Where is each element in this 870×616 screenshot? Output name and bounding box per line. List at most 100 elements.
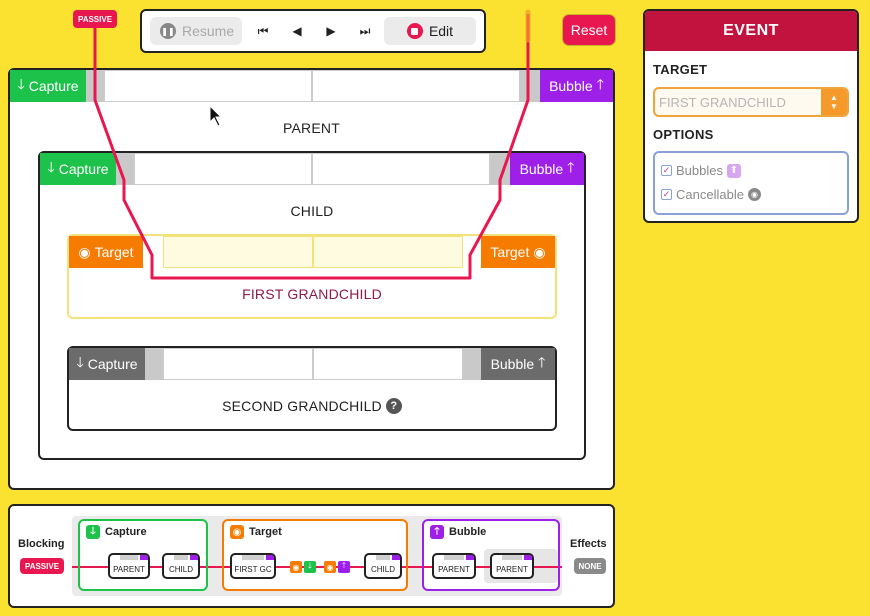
edit-label: Edit xyxy=(428,23,454,39)
target-circle-icon: ◉ xyxy=(324,561,336,573)
passive-badge: PASSIVE xyxy=(73,10,117,28)
second-grandchild-bubble-label: Bubble xyxy=(490,356,535,372)
child-bubble-label: Bubble xyxy=(519,161,564,177)
second-grandchild-lane-cell xyxy=(313,348,463,380)
second-grandchild-bubble-tab: Bubble🡑 xyxy=(481,348,555,380)
reset-button[interactable]: Reset xyxy=(563,15,615,45)
select-stepper-icon[interactable]: ▲▼ xyxy=(821,89,847,115)
playback-toolbar: ❚❚ Resume ⏮ ◀ ▶ ⏭ Edit xyxy=(140,9,486,53)
flow-bubble-title-row: 🡑 Bubble xyxy=(430,525,486,539)
child-lane-gutter-left xyxy=(116,153,134,185)
flow-capture-title: Capture xyxy=(105,526,147,538)
capture-arrow-icon: 🡓 xyxy=(304,561,316,573)
flow-summary-panel: Blocking PASSIVE Effects NONE 🡓 Capture … xyxy=(8,504,615,608)
flow-node: PARENT xyxy=(432,553,476,579)
child-capture-tab: 🡓Capture xyxy=(40,153,116,185)
event-panel: EVENT TARGET FIRST GRANDCHILD ▲▼ OPTIONS… xyxy=(643,9,859,223)
option-bubbles-label: Bubbles xyxy=(676,163,723,178)
blocking-label: Blocking xyxy=(18,538,65,550)
second-grandchild-title: SECOND GRANDCHILD xyxy=(222,398,382,414)
option-cancellable[interactable]: ✓ Cancellable ◉ xyxy=(661,187,761,202)
first-grandchild-box[interactable]: ◉Target Target◉ FIRST GRANDCHILD xyxy=(67,234,557,319)
bubble-arrow-icon: 🡑 xyxy=(538,354,546,370)
event-panel-title: EVENT xyxy=(645,11,857,51)
flow-node: CHILD xyxy=(364,553,402,579)
first-grandchild-right-label: Target xyxy=(490,244,530,260)
child-lane-cell xyxy=(312,153,490,185)
options-label: OPTIONS xyxy=(653,127,714,142)
flow-bubble-title: Bubble xyxy=(449,526,487,538)
target-circle-icon: ◉ xyxy=(230,525,244,539)
second-grandchild-lane-gutter-right xyxy=(463,348,481,380)
child-title: CHILD xyxy=(290,203,334,219)
second-grandchild-title-row: SECOND GRANDCHILD ? xyxy=(69,398,555,414)
parent-lane-gutter-left xyxy=(86,70,104,102)
first-grandchild-lane-cell xyxy=(163,236,313,268)
flow-capture-group: 🡓 Capture PARENT CHILD xyxy=(78,519,208,591)
flow-node: PARENT xyxy=(108,553,150,579)
options-box: ✓ Bubbles ⬆ ✓ Cancellable ◉ xyxy=(653,151,849,215)
bubble-arrow-icon: 🡑 xyxy=(338,561,350,573)
first-grandchild-lane-cell xyxy=(313,236,463,268)
flow-target-group: ◉ Target FIRST GC ◉ 🡓 ◉ 🡑 CHILD xyxy=(222,519,408,591)
second-grandchild-capture-label: Capture xyxy=(87,356,138,372)
target-select-value: FIRST GRANDCHILD xyxy=(659,94,786,110)
first-grandchild-target-tab-left: ◉Target xyxy=(69,236,143,268)
skip-back-icon[interactable]: ⏮ xyxy=(257,23,269,38)
flow-node: PARENT xyxy=(490,553,534,579)
bubble-arrow-icon: ⬆ xyxy=(726,163,741,178)
parent-bubble-tab: Bubble🡑 xyxy=(540,70,613,102)
bubble-arrow-icon: 🡑 xyxy=(567,159,575,175)
step-forward-icon[interactable]: ▶ xyxy=(326,24,336,38)
capture-arrow-icon: 🡓 xyxy=(17,76,25,92)
target-label: TARGET xyxy=(653,62,708,77)
capture-arrow-icon: 🡓 xyxy=(76,354,84,370)
pause-icon: ❚❚ xyxy=(160,23,176,39)
flow-strip: 🡓 Capture PARENT CHILD ◉ Target FIRST GC… xyxy=(72,516,562,596)
flow-target-title: Target xyxy=(249,526,282,538)
capture-arrow-icon: 🡓 xyxy=(86,525,100,539)
first-grandchild-left-label: Target xyxy=(94,244,134,260)
target-circle-icon: ◉ xyxy=(747,188,761,201)
second-grandchild-lane-cell xyxy=(163,348,313,380)
blocking-badge: PASSIVE xyxy=(20,558,64,574)
skip-forward-icon[interactable]: ⏭ xyxy=(359,23,371,38)
stop-icon xyxy=(406,23,423,39)
flow-node: CHILD xyxy=(162,553,200,579)
parent-lane-cell xyxy=(104,70,312,102)
checkbox-cancellable[interactable]: ✓ xyxy=(661,189,672,200)
flow-node: FIRST GC xyxy=(230,553,276,579)
child-lane-gutter-right xyxy=(490,153,510,185)
second-grandchild-lane-gutter-left xyxy=(145,348,163,380)
target-circle-icon: ◉ xyxy=(78,243,91,260)
edit-button[interactable]: Edit xyxy=(384,17,476,45)
checkbox-bubbles[interactable]: ✓ xyxy=(661,165,672,176)
first-grandchild-target-tab-right: Target◉ xyxy=(481,236,555,268)
capture-arrow-icon: 🡓 xyxy=(47,159,55,175)
resume-button[interactable]: ❚❚ Resume xyxy=(150,17,242,45)
parent-lane-gutter-right xyxy=(520,70,540,102)
second-grandchild-capture-tab: 🡓Capture xyxy=(69,348,145,380)
second-grandchild-box[interactable]: 🡓Capture Bubble🡑 SECOND GRANDCHILD ? xyxy=(67,346,557,431)
flow-target-title-row: ◉ Target xyxy=(230,525,282,539)
child-capture-label: Capture xyxy=(58,161,109,177)
target-circle-icon: ◉ xyxy=(290,561,302,573)
target-select[interactable]: FIRST GRANDCHILD ▲▼ xyxy=(653,87,849,117)
target-circle-icon: ◉ xyxy=(533,243,546,260)
parent-capture-label: Capture xyxy=(28,78,79,94)
parent-lane-cell xyxy=(312,70,520,102)
step-back-icon[interactable]: ◀ xyxy=(292,24,302,38)
bubble-arrow-icon: 🡑 xyxy=(430,525,444,539)
flow-capture-title-row: 🡓 Capture xyxy=(86,525,147,539)
child-lane-cell xyxy=(134,153,312,185)
first-grandchild-title: FIRST GRANDCHILD xyxy=(242,286,382,302)
resume-label: Resume xyxy=(182,23,235,39)
bubble-arrow-icon: 🡑 xyxy=(596,76,604,92)
parent-capture-tab: 🡓Capture xyxy=(10,70,86,102)
option-bubbles[interactable]: ✓ Bubbles ⬆ xyxy=(661,163,741,178)
flow-bubble-group: 🡑 Bubble PARENT PARENT xyxy=(422,519,560,591)
help-icon[interactable]: ? xyxy=(385,398,402,414)
child-bubble-tab: Bubble🡑 xyxy=(510,153,584,185)
option-cancellable-label: Cancellable xyxy=(676,187,744,202)
effects-label: Effects xyxy=(570,538,607,550)
